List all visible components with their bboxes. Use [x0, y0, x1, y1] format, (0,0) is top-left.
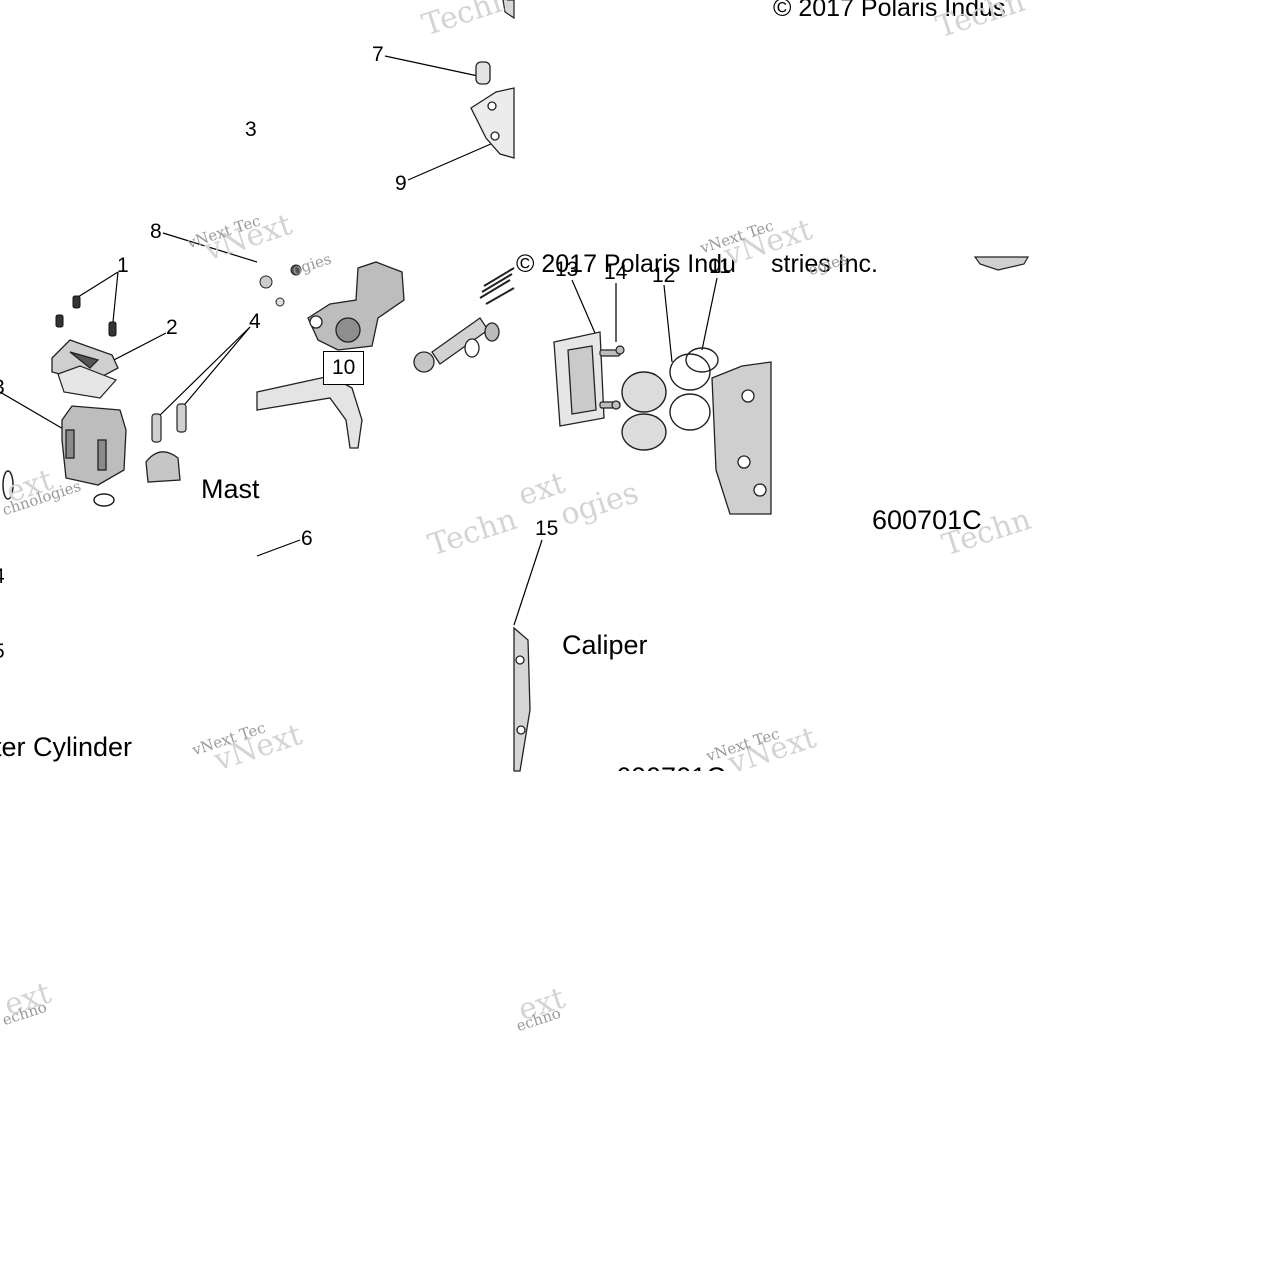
part-lever-arm	[256, 375, 363, 449]
callout-12: 12	[652, 264, 676, 287]
callout-3: 3	[245, 118, 257, 141]
part-body-3	[61, 405, 127, 486]
leader-line-8	[162, 232, 258, 263]
part-small-hardware	[259, 264, 302, 307]
copyright-top: © 2017 Polaris Indus	[773, 0, 1006, 22]
leader-line-13	[571, 279, 599, 341]
leader-line-12	[663, 284, 673, 363]
tile-r0-c1	[257, 0, 514, 257]
leader-line-2	[109, 332, 167, 363]
part-gasket	[57, 365, 118, 399]
leader-line-15	[513, 539, 543, 626]
part-lever-body	[307, 261, 405, 351]
callout-3-left: 3	[0, 376, 5, 400]
callout-14: 14	[604, 261, 628, 284]
part-fragment-top	[502, 0, 515, 20]
part-brake-pad-13	[553, 331, 605, 427]
callout-7: 7	[372, 43, 384, 66]
caption-master-cylinder-right: ter Cylinder	[0, 732, 133, 762]
copyright-middle-a: © 2017 Polaris Indu	[516, 250, 736, 278]
tile-r0-c3	[771, 0, 1028, 257]
part-caliper-fragment	[513, 626, 531, 772]
callout-13: 13	[555, 258, 579, 281]
leader-line-6	[256, 539, 301, 557]
part-oring-small	[2, 470, 115, 507]
callout-15: 15	[535, 517, 559, 540]
part-pistons-12	[621, 353, 711, 451]
part-piston-rod	[413, 317, 500, 373]
leader-line-1b	[112, 271, 119, 323]
leader-line-4a	[154, 326, 251, 421]
part-bracket-9	[470, 87, 515, 159]
callout-11: 11	[709, 255, 731, 278]
leader-line-7	[384, 55, 479, 77]
part-screws-4	[151, 403, 187, 443]
caption-caliper: Caliper	[562, 630, 648, 660]
callout-10-boxed: 10	[323, 351, 365, 385]
callout-4: 4	[249, 310, 261, 333]
part-edge-fragment	[973, 256, 1030, 271]
part-seals-11	[685, 347, 719, 373]
leader-line-3	[0, 391, 66, 431]
drawing-code-bottom: 600701C	[616, 762, 726, 771]
callout-8: 8	[150, 220, 162, 243]
caption-master-cylinder-left: Mast	[201, 474, 260, 504]
leader-line-11	[701, 277, 718, 351]
part-spring	[479, 267, 515, 305]
callout-5-left: 5	[0, 640, 5, 664]
callout-2: 2	[166, 316, 178, 339]
callout-1: 1	[117, 254, 129, 277]
callout-6: 6	[301, 527, 313, 550]
part-pad-pins-14	[599, 345, 625, 410]
leader-line-9	[407, 139, 501, 181]
callout-4-left: 4	[0, 565, 5, 589]
leader-line-4b	[179, 326, 251, 411]
callout-9: 9	[395, 172, 407, 195]
leader-line-1a	[77, 271, 119, 298]
part-caliper-body	[711, 361, 772, 515]
part-screws-1	[55, 295, 117, 337]
part-pin-7	[475, 61, 491, 85]
drawing-code-top: 600701C	[872, 505, 982, 535]
part-clamp	[145, 451, 181, 483]
copyright-middle-b: stries Inc.	[771, 250, 878, 278]
